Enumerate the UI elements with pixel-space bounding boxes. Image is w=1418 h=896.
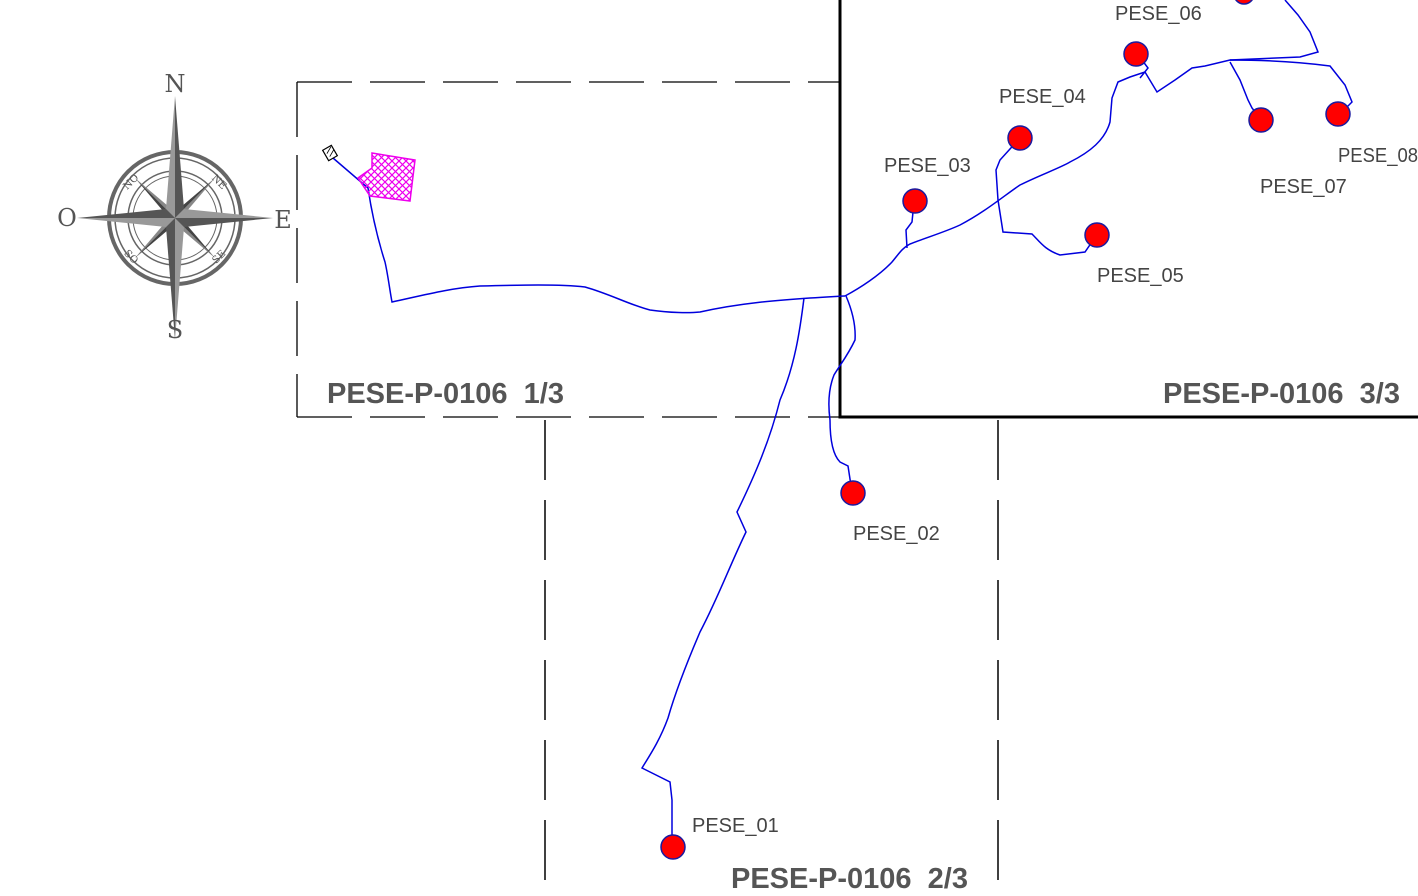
pipeline-branch-north bbox=[1229, 0, 1320, 61]
well-label-pese-04: PESE_04 bbox=[999, 86, 1086, 108]
plant-area bbox=[356, 152, 416, 202]
compass-east-label: E bbox=[274, 206, 292, 234]
well-pese-02-marker[interactable] bbox=[840, 480, 866, 506]
well-pese-08-marker[interactable] bbox=[1325, 101, 1351, 127]
plant-entry-marker bbox=[321, 144, 339, 162]
compass-cardinal-points bbox=[77, 96, 273, 340]
sheet-label-1: PESE-P-0106 1/3 bbox=[327, 378, 564, 410]
compass-rose: N S E O NE NO SE SO bbox=[57, 70, 292, 344]
sheet-label-2: PESE-P-0106 2/3 bbox=[731, 863, 968, 895]
well-label-pese-05: PESE_05 bbox=[1097, 265, 1184, 287]
sheet-frames bbox=[296, 0, 1418, 896]
pipeline-branch-pese01 bbox=[640, 297, 805, 846]
processing-plant bbox=[321, 144, 416, 202]
well-label-pese-02: PESE_02 bbox=[853, 523, 940, 545]
well-pese-06-marker[interactable] bbox=[1123, 41, 1149, 67]
compass-north-label: N bbox=[165, 70, 186, 98]
well-label-pese-06: PESE_06 bbox=[1115, 3, 1202, 25]
pipeline-network bbox=[332, 0, 1353, 846]
well-offscreen-marker bbox=[1235, 0, 1253, 5]
well-label-pese-03: PESE_03 bbox=[884, 155, 971, 177]
well-pese-01-marker[interactable] bbox=[660, 834, 686, 860]
compass-west-label: O bbox=[57, 204, 77, 232]
well-label-pese-08: PESE_08 bbox=[1338, 145, 1418, 167]
well-label-pese-07: PESE_07 bbox=[1260, 176, 1347, 198]
pipeline-branch-pese02 bbox=[828, 295, 856, 493]
well-labels: PESE_01 PESE_02 PESE_03 PESE_04 PESE_05 … bbox=[692, 3, 1418, 837]
well-pese-03-marker[interactable] bbox=[902, 188, 928, 214]
wells bbox=[660, 0, 1351, 860]
sheet-1-frame bbox=[296, 81, 840, 418]
sheet-labels: PESE-P-0106 1/3 PESE-P-0106 2/3 PESE-P-0… bbox=[327, 378, 1400, 895]
well-pese-07-marker[interactable] bbox=[1248, 107, 1274, 133]
compass-diagonal-points bbox=[135, 178, 215, 258]
sheet-label-3: PESE-P-0106 3/3 bbox=[1163, 378, 1400, 410]
pipeline-trunk bbox=[332, 157, 846, 314]
pipeline-branch-pese04-05 bbox=[995, 137, 1097, 256]
compass-south-label: S bbox=[167, 316, 183, 344]
well-pese-05-marker[interactable] bbox=[1084, 222, 1110, 248]
sheet-3-frame bbox=[838, 0, 1418, 419]
plant-entry-hatch bbox=[326, 146, 335, 157]
well-pese-04-marker[interactable] bbox=[1007, 125, 1033, 151]
well-label-pese-01: PESE_01 bbox=[692, 815, 779, 837]
